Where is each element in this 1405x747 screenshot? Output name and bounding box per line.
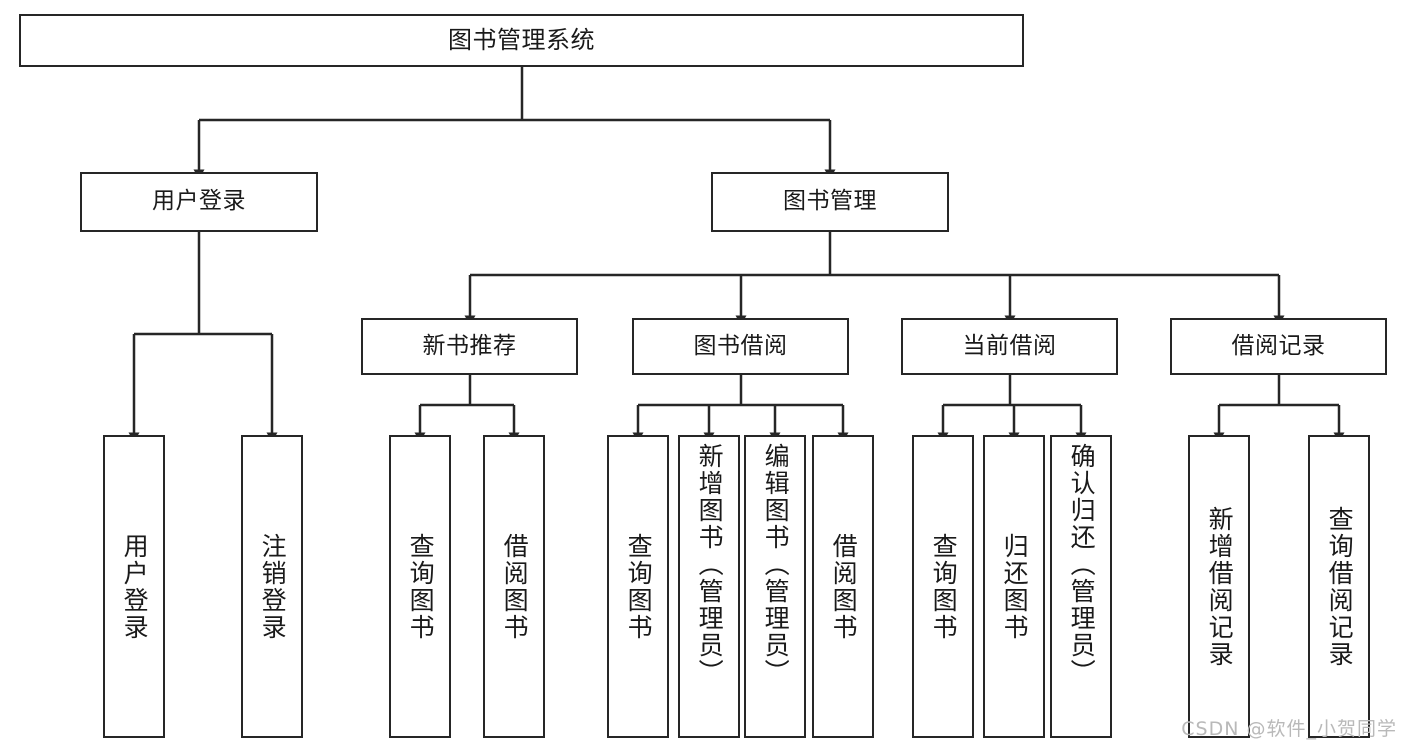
node-label-leaf-borrow-book-2: 借阅图书 xyxy=(829,532,859,641)
node-label-leaf-logout: 注销登录 xyxy=(258,532,288,641)
node-label-leaf-query-record: 查询借阅记录 xyxy=(1325,505,1355,668)
node-leaf-borrow-book-2[interactable]: 借阅图书 xyxy=(812,435,874,738)
node-label-leaf-add-book: 新增图书（管理员） xyxy=(695,443,725,686)
node-leaf-add-book[interactable]: 新增图书（管理员） xyxy=(678,435,740,738)
node-book-borrow[interactable]: 图书借阅 xyxy=(632,318,849,375)
node-label-new-book-rec: 新书推荐 xyxy=(422,332,517,359)
node-label-leaf-query-book-1: 查询图书 xyxy=(406,532,436,641)
node-book-manage[interactable]: 图书管理 xyxy=(711,172,949,232)
node-leaf-edit-book[interactable]: 编辑图书（管理员） xyxy=(744,435,806,738)
node-label-current-borrow: 当前借阅 xyxy=(962,332,1057,359)
node-leaf-logout[interactable]: 注销登录 xyxy=(241,435,303,738)
node-leaf-user-login[interactable]: 用户登录 xyxy=(103,435,165,738)
node-label-leaf-add-record: 新增借阅记录 xyxy=(1205,505,1235,668)
node-label-root: 图书管理系统 xyxy=(448,26,595,55)
node-borrow-record[interactable]: 借阅记录 xyxy=(1170,318,1387,375)
node-label-leaf-return-book: 归还图书 xyxy=(1000,532,1030,641)
node-root[interactable]: 图书管理系统 xyxy=(19,14,1024,67)
node-leaf-borrow-book-1[interactable]: 借阅图书 xyxy=(483,435,545,738)
node-label-book-borrow: 图书借阅 xyxy=(693,332,788,359)
node-leaf-confirm-return[interactable]: 确认归还（管理员） xyxy=(1050,435,1112,738)
node-label-book-manage: 图书管理 xyxy=(783,188,877,215)
node-leaf-query-book-3[interactable]: 查询图书 xyxy=(912,435,974,738)
node-current-borrow[interactable]: 当前借阅 xyxy=(901,318,1118,375)
csdn-watermark: CSDN @软件_小贺同学 xyxy=(1181,718,1397,740)
node-leaf-add-record[interactable]: 新增借阅记录 xyxy=(1188,435,1250,738)
node-leaf-return-book[interactable]: 归还图书 xyxy=(983,435,1045,738)
node-leaf-query-record[interactable]: 查询借阅记录 xyxy=(1308,435,1370,738)
node-new-book-rec[interactable]: 新书推荐 xyxy=(361,318,578,375)
node-label-borrow-record: 借阅记录 xyxy=(1231,332,1326,359)
node-label-user-login: 用户登录 xyxy=(152,188,246,215)
node-label-leaf-edit-book: 编辑图书（管理员） xyxy=(761,443,791,686)
node-label-leaf-confirm-return: 确认归还（管理员） xyxy=(1067,443,1097,686)
node-label-leaf-query-book-3: 查询图书 xyxy=(929,532,959,641)
node-label-leaf-borrow-book-1: 借阅图书 xyxy=(500,532,530,641)
node-leaf-query-book-1[interactable]: 查询图书 xyxy=(389,435,451,738)
node-label-leaf-user-login: 用户登录 xyxy=(120,532,150,641)
node-leaf-query-book-2[interactable]: 查询图书 xyxy=(607,435,669,738)
node-user-login[interactable]: 用户登录 xyxy=(80,172,318,232)
node-label-leaf-query-book-2: 查询图书 xyxy=(624,532,654,641)
